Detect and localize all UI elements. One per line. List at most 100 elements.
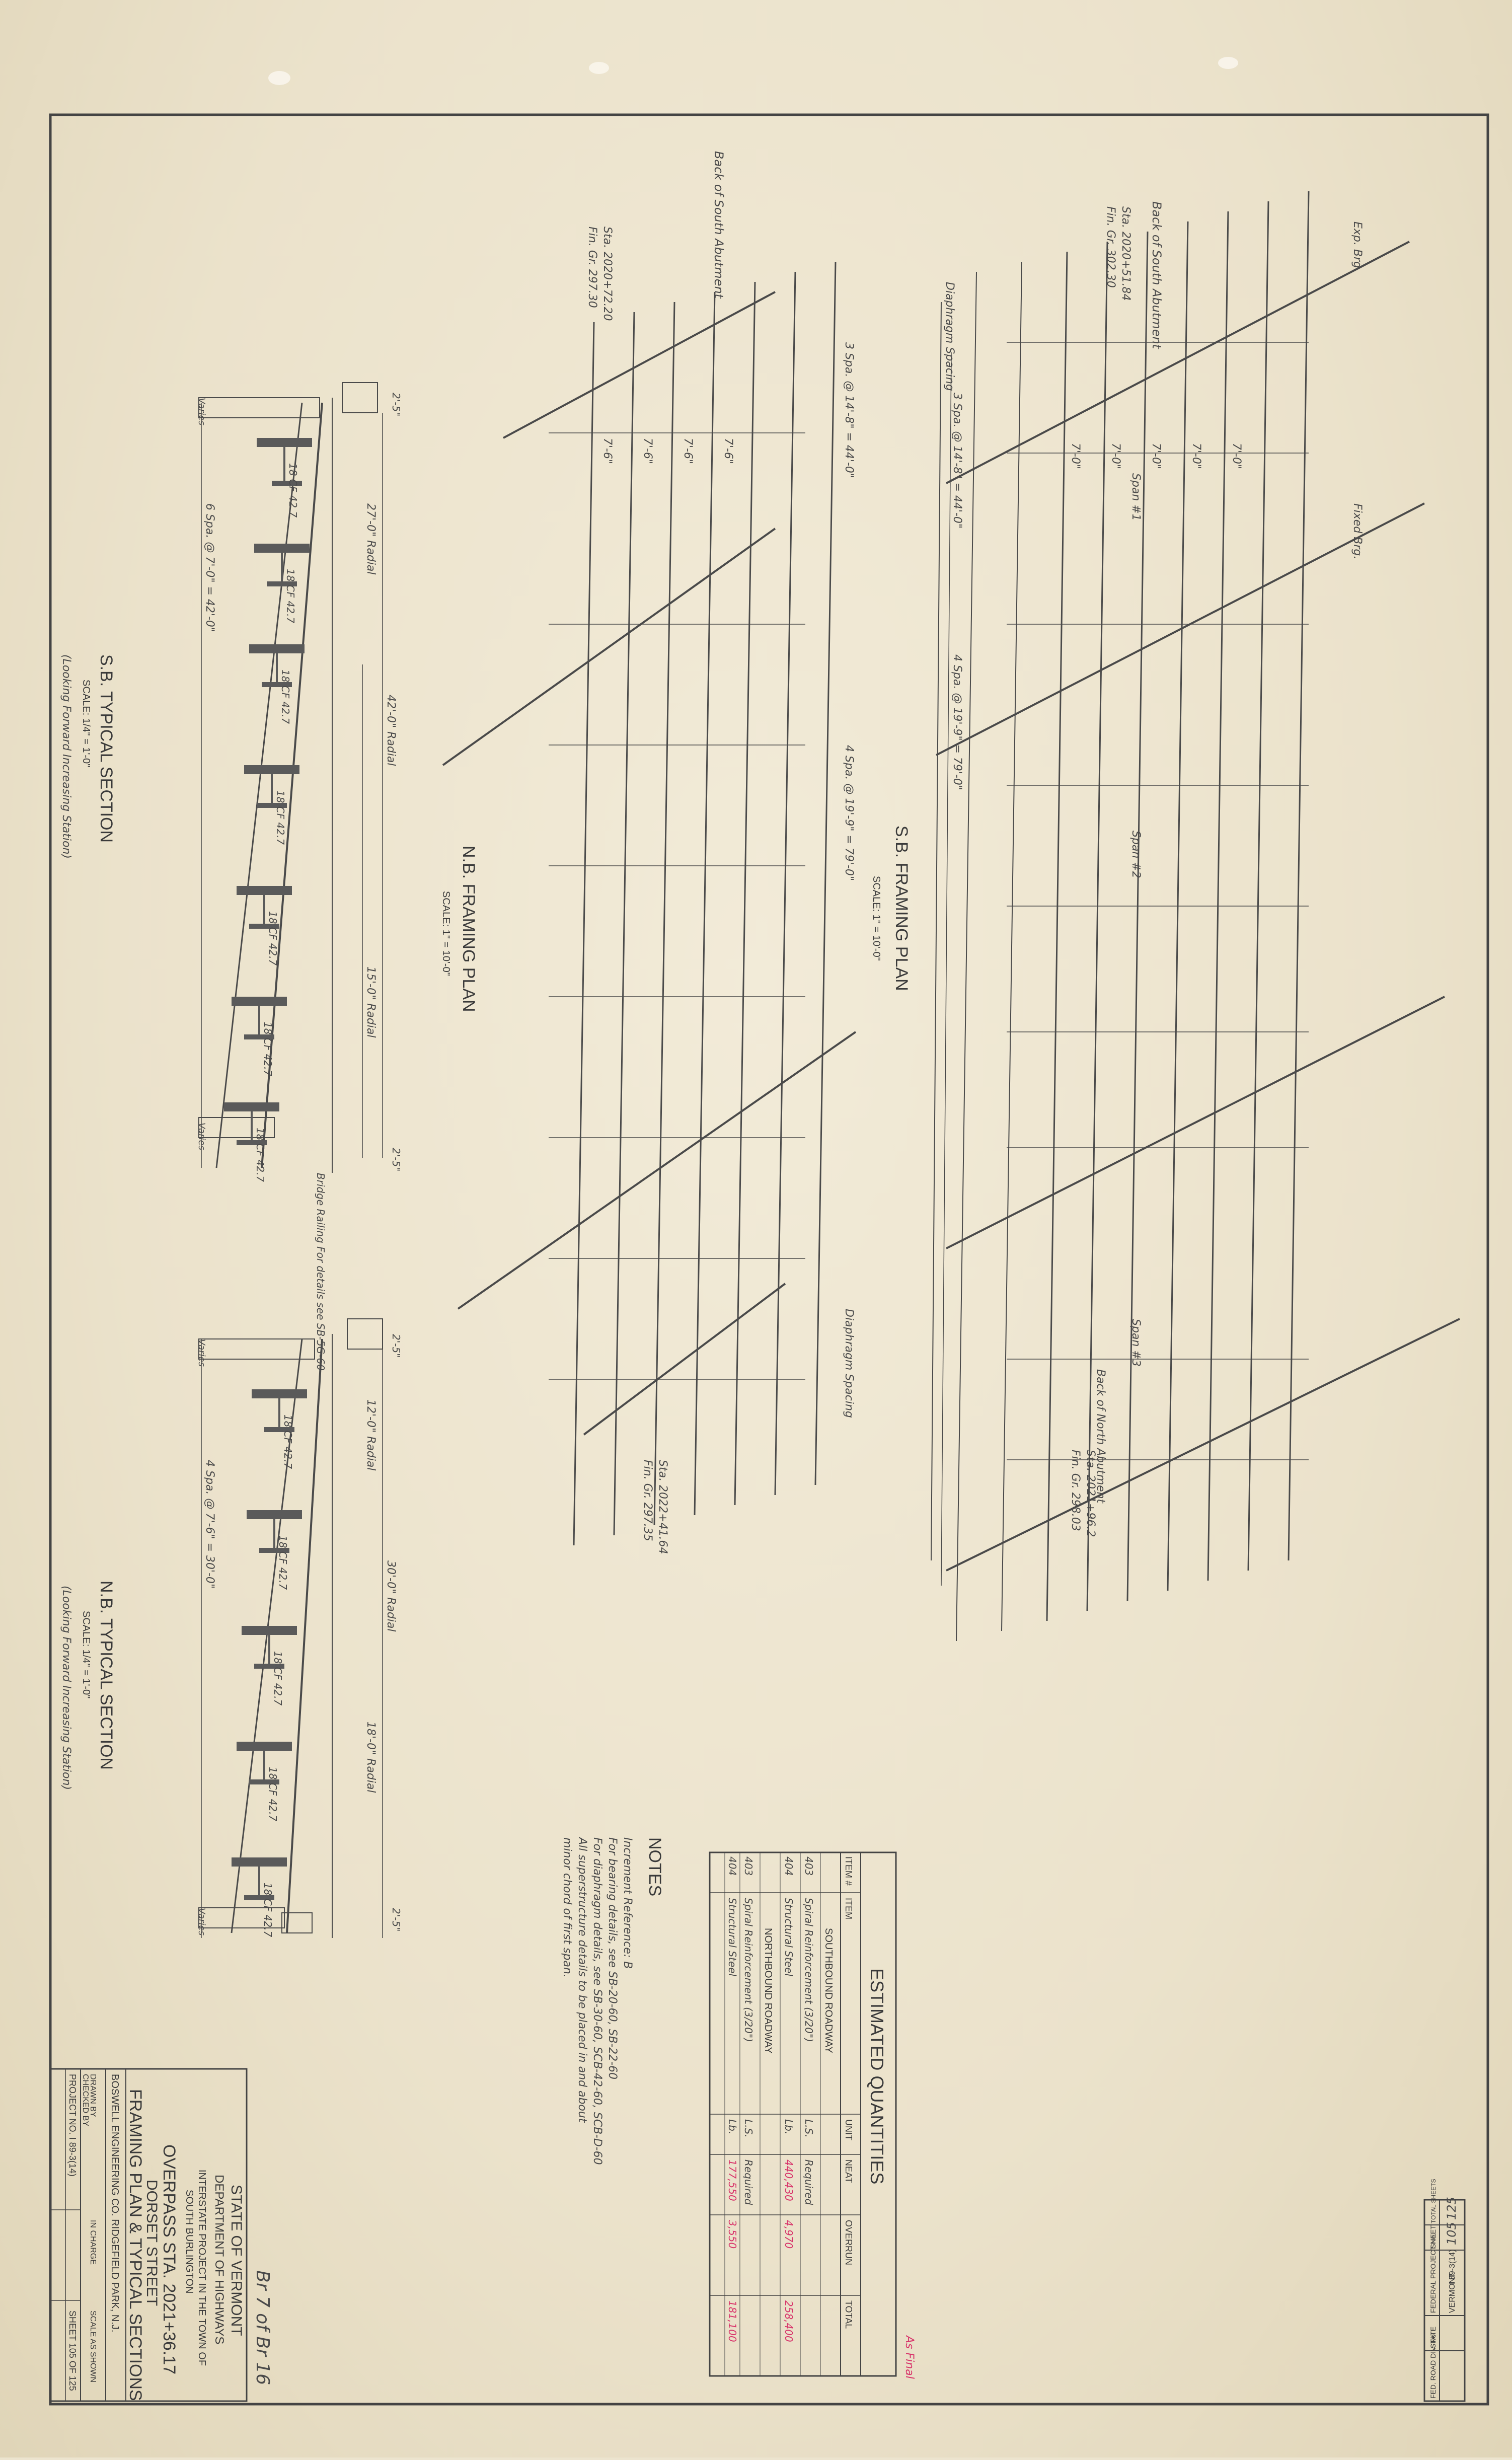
sb-note-3: 4 Spa. @ 19'-9" = 79'-0" bbox=[951, 654, 963, 790]
sb-beam-label-4: 18 CF 42.7 bbox=[267, 911, 279, 965]
sb-varies-bottom: Varies bbox=[196, 1123, 207, 1150]
nb-beam-2 bbox=[242, 1626, 297, 1669]
sb-beam-2 bbox=[249, 644, 305, 687]
sb-beam-label-1: 18 CF 42.7 bbox=[284, 569, 296, 623]
header-box: FED. ROAD DIV. No. STATE FEDERAL PROJECT… bbox=[1423, 2179, 1466, 2402]
sb-spacing-3: 7'-0" bbox=[1190, 443, 1202, 469]
qty-nb-r1-item: Structural Steel bbox=[726, 1898, 738, 1976]
qty-nb-r0-unit: L.S. bbox=[742, 2119, 754, 2138]
quantities-table: ESTIMATED QUANTITIES ITEM # ITEM UNIT NE… bbox=[709, 1851, 916, 2379]
qty-hdr-item: ITEM bbox=[844, 1898, 854, 1919]
sb-note-6: Exp. Brg. bbox=[1351, 221, 1364, 272]
sb-beam-label-6: 18 CF 42.7 bbox=[254, 1128, 266, 1182]
sb-beam-0 bbox=[257, 438, 312, 486]
nb-note-5: Sta. 2022+41.64 bbox=[656, 1460, 669, 1554]
qty-annotation: As Final bbox=[903, 2335, 916, 2379]
qty-sb-r1-neat: 440,430 bbox=[783, 2159, 795, 2201]
sb-note-10: Back of North Abutment bbox=[1094, 1369, 1107, 1504]
sb-section-subtitle: (Looking Forward Increasing Station) bbox=[60, 654, 72, 859]
nb-dim-2: 18'-0" Radial bbox=[364, 1722, 377, 1793]
nb-section-title: N.B. TYPICAL SECTION bbox=[97, 1581, 116, 1770]
sb-dim-1: 27'-0" Radial bbox=[364, 503, 377, 575]
sb-note-2: Fin. Gr. 302.30 bbox=[1104, 206, 1117, 288]
nb-spacing-3: 7'-6" bbox=[722, 438, 734, 464]
qty-nb-r1-neat: 177,550 bbox=[726, 2159, 738, 2201]
nb-plan-title: N.B. FRAMING PLAN bbox=[459, 846, 478, 1012]
hdr-project: I 89-3(14) bbox=[1448, 2250, 1457, 2284]
nb-dim-4: 2'-5" bbox=[390, 1334, 402, 1358]
tb-in-charge: IN CHARGE bbox=[89, 2220, 97, 2265]
nb-plan-labels: N.B. FRAMING PLAN SCALE: 1" = 10'-0" Bac… bbox=[440, 151, 855, 1554]
sb-varies-top: Varies bbox=[196, 398, 207, 425]
nb-varies-top: Varies bbox=[196, 1339, 207, 1367]
nb-note-3: 3 Spa. @ 14'-8" = 44'-0" bbox=[843, 342, 855, 478]
nb-dim-0: 30'-0" Radial bbox=[385, 1560, 397, 1632]
qty-group-sb: SOUTHBOUND ROADWAY bbox=[823, 1928, 834, 2053]
sb-dim-3: 6 Spa. @ 7'-0" = 42'-0" bbox=[203, 503, 216, 632]
qty-hdr-neat: NEAT bbox=[844, 2159, 854, 2183]
qty-sb-r1-no: 404 bbox=[783, 1856, 795, 1876]
sb-span-1: Span #1 bbox=[1129, 473, 1142, 521]
nb-dim-3: 4 Spa. @ 7'-6" = 30'-0" bbox=[203, 1460, 216, 1589]
qty-hdr-item-no: ITEM # bbox=[844, 1856, 854, 1886]
nb-section-subtitle: (Looking Forward Increasing Station) bbox=[60, 1586, 72, 1790]
sb-note-8: Sta. 2021+96.2 bbox=[1084, 1450, 1097, 1537]
notes-title: NOTES bbox=[645, 1837, 664, 1896]
qty-group-nb: NORTHBOUND ROADWAY bbox=[763, 1928, 774, 2054]
nb-dim-1: 12'-0" Radial bbox=[364, 1399, 377, 1471]
nb-beam-0 bbox=[252, 1389, 307, 1432]
sb-note-1: Sta. 2020+51.84 bbox=[1119, 206, 1132, 301]
sb-note-5: Diaphragm Spacing bbox=[943, 282, 956, 391]
sb-spacing-2: 7'-0" bbox=[1150, 443, 1162, 469]
sb-beam-label-2: 18 CF 42.7 bbox=[279, 669, 291, 724]
nb-plan-scale: SCALE: 1" = 10'-0" bbox=[440, 891, 451, 976]
tb-street: DORSET STREET bbox=[143, 2180, 160, 2306]
sb-beam-label-3: 18 CF 42.7 bbox=[274, 790, 286, 845]
sb-beam-6 bbox=[224, 1102, 279, 1145]
hdr-fed-road-div: FED. ROAD DIV. No. bbox=[1429, 2332, 1437, 2399]
nb-typical-section bbox=[198, 1318, 383, 1938]
qty-nb-r1-total: 181,100 bbox=[726, 2300, 738, 2342]
sb-note-9: Fin. Gr. 298.03 bbox=[1069, 1450, 1082, 1531]
nb-beam-label-1: 18 CF 42.7 bbox=[277, 1535, 289, 1590]
sb-dim-4: 2'-5" bbox=[390, 393, 402, 416]
tb-sheet-ref: Br 7 of Br 16 bbox=[252, 2270, 273, 2385]
hdr-state: VERMONT bbox=[1448, 2273, 1457, 2313]
nb-note-2: Fin. Gr. 297.30 bbox=[586, 227, 598, 308]
qty-nb-r1-overrun: 3,550 bbox=[726, 2220, 738, 2249]
qty-nb-r0-item: Spiral Reinforcement (3/20") bbox=[742, 1898, 754, 2042]
qty-sb-r1-overrun: 4,970 bbox=[783, 2220, 795, 2249]
qty-sb-r1-item: Structural Steel bbox=[783, 1898, 795, 1976]
sb-beam-1 bbox=[254, 544, 310, 586]
sb-span-2: Span #2 bbox=[1129, 831, 1142, 878]
sb-section-beams bbox=[224, 438, 312, 1145]
sb-dim-5: 2'-5" bbox=[390, 1148, 402, 1171]
tb-project-line: INTERSTATE PROJECT IN THE TOWN OF bbox=[196, 2170, 207, 2366]
sb-beam-3 bbox=[244, 765, 299, 808]
qty-sb-r1-unit: Lb. bbox=[783, 2119, 795, 2134]
qty-sb-r1-total: 258,400 bbox=[783, 2300, 795, 2342]
notes-line-1: For bearing details, see SB-20-60, SB-22… bbox=[606, 1837, 619, 2079]
tb-sheet-of: SHEET 105 OF 125 bbox=[67, 2310, 78, 2391]
nb-beam-4 bbox=[232, 1857, 287, 1900]
tb-town: SOUTH BURLINGTON bbox=[184, 2190, 195, 2293]
qty-sb-r0-no: 403 bbox=[803, 1856, 815, 1876]
nb-beam-label-0: 18 CF 42.7 bbox=[282, 1414, 294, 1469]
sb-railing-note: Bridge Railing For details see SB-5G-60 bbox=[315, 1173, 327, 1371]
tb-drawing-title: FRAMING PLAN & TYPICAL SECTIONS bbox=[126, 2089, 145, 2401]
sb-framing-plan bbox=[931, 191, 1460, 1642]
sb-note-7: Fixed Brg. bbox=[1351, 503, 1364, 559]
notes-line-2: For diaphragm details, see SB-30-60, SCB… bbox=[591, 1837, 603, 2165]
hdr-state-label: STATE bbox=[1429, 2327, 1437, 2348]
sb-plan-title: S.B. FRAMING PLAN bbox=[892, 826, 911, 991]
qty-nb-r1-no: 404 bbox=[726, 1856, 738, 1876]
nb-note-0: Back of South Abutment bbox=[712, 151, 726, 300]
sb-section-scale: SCALE: 1/4" = 1'-0" bbox=[81, 680, 92, 767]
qty-nb-r0-neat: Required bbox=[742, 2159, 754, 2205]
hdr-sheet: 105 bbox=[1445, 2222, 1459, 2245]
nb-beam-1 bbox=[247, 1510, 302, 1553]
nb-section-scale: SCALE: 1/4" = 1'-0" bbox=[81, 1611, 92, 1698]
sb-note-0: Back of South Abutment bbox=[1150, 201, 1164, 350]
